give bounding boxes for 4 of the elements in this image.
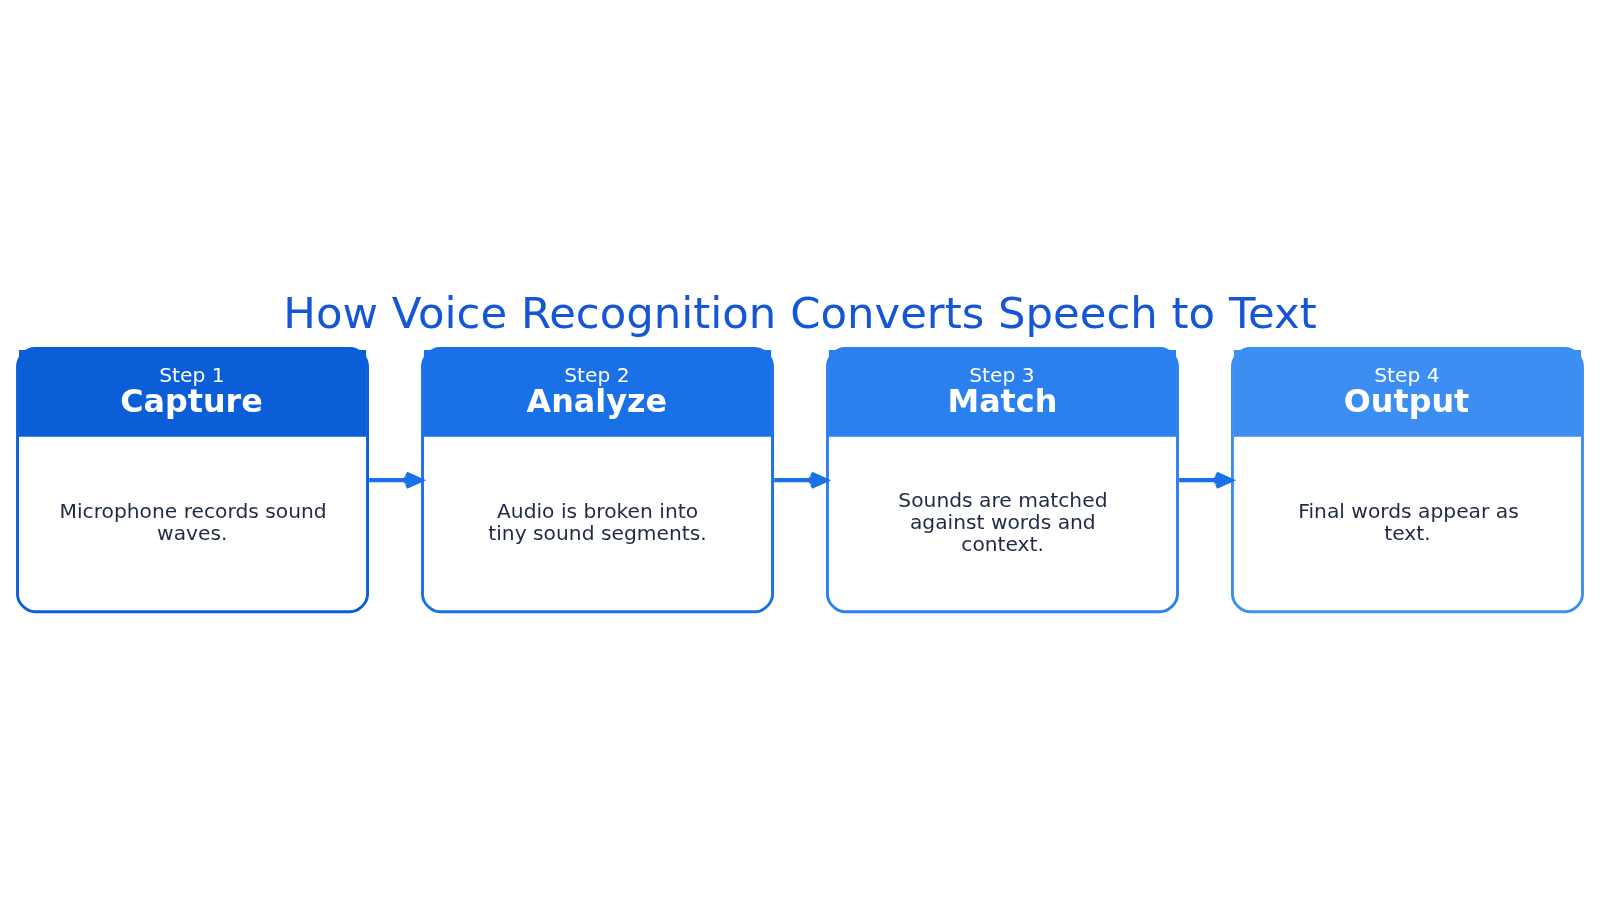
diagram-title: How Voice Recognition Converts Speech to Text (283, 287, 1317, 338)
arrow (774, 470, 828, 489)
arrow (1179, 470, 1233, 489)
arrow (369, 470, 424, 489)
